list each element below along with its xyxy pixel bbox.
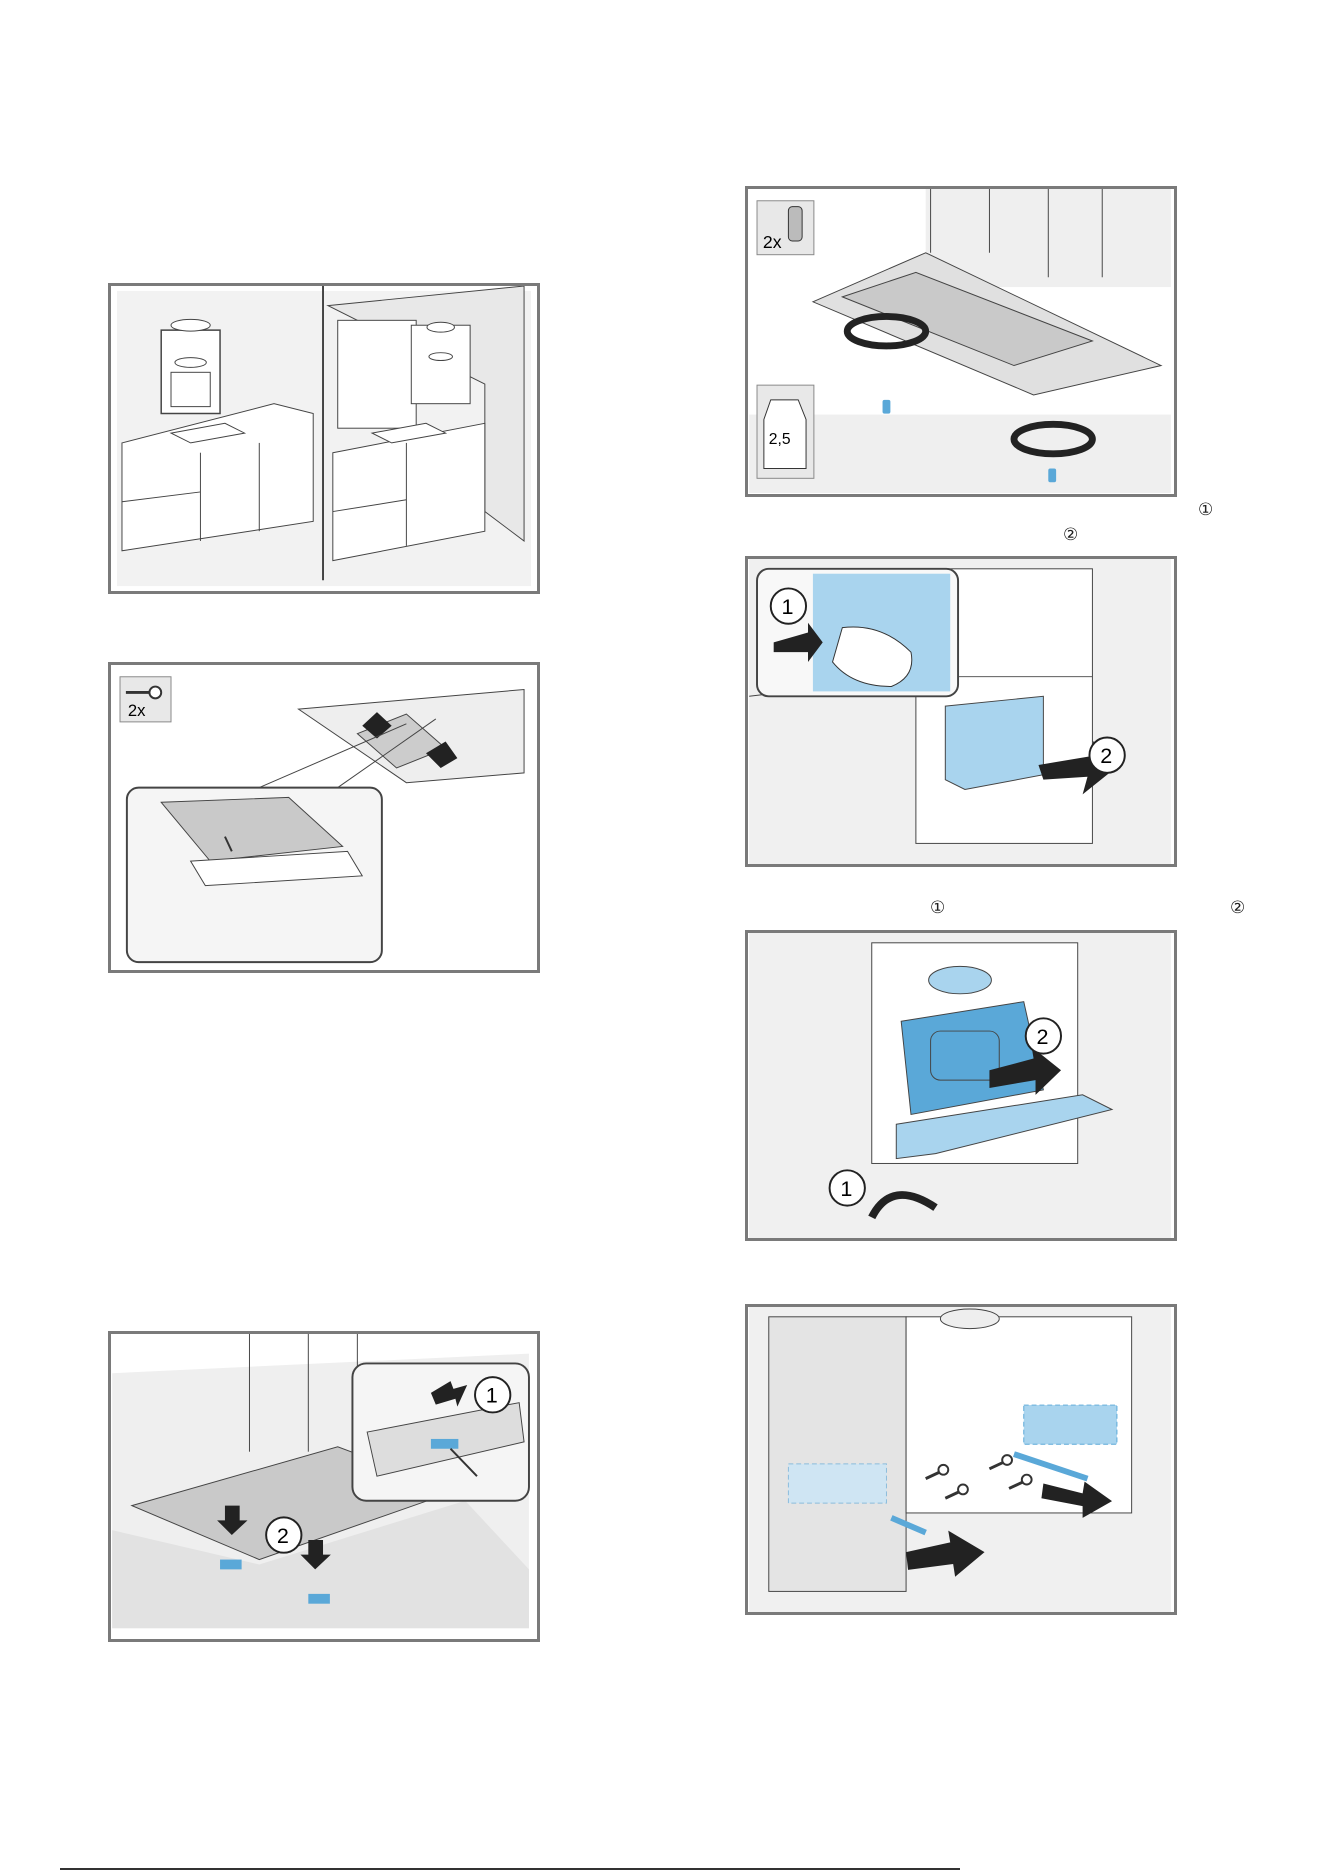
step-marker-3: ①: [930, 898, 945, 918]
figure-pull-insert: 2 1: [745, 930, 1177, 1241]
figure-filter-rotation: 2x 2,5: [745, 186, 1177, 497]
remove-box-illustration: 2 1: [748, 559, 1174, 864]
callout-2: 2: [277, 1523, 289, 1548]
callout-1: 1: [840, 1176, 852, 1201]
step-marker-4: ②: [1230, 898, 1245, 918]
screw-count-badge: 2x: [128, 701, 146, 720]
step-marker-2: ②: [1063, 525, 1078, 545]
callout-1: 1: [486, 1383, 498, 1408]
rail-mounting-illustration: [748, 1307, 1174, 1612]
filter-rotation-illustration: 2x 2,5: [748, 189, 1174, 494]
step-marker-1: ①: [1198, 500, 1213, 520]
figure-remove-box: 2 1: [745, 556, 1177, 867]
pull-insert-illustration: 2 1: [748, 933, 1174, 1238]
filter-clips-illustration: 2 1: [111, 1334, 537, 1639]
spacer-icon: [788, 207, 802, 241]
figure-filter-clips: 2 1: [108, 1331, 540, 1642]
hex-size-badge: 2,5: [769, 431, 791, 448]
callout-1: 1: [782, 594, 794, 619]
cabinet-views-illustration: [111, 286, 537, 591]
callout-2: 2: [1037, 1024, 1049, 1049]
spacer-count-badge: 2x: [763, 232, 782, 252]
callout-2: 2: [1100, 743, 1112, 768]
footer-rule: [60, 1868, 960, 1870]
figure-rail-mounting: [745, 1304, 1177, 1615]
screw-fixing-illustration: 2x: [111, 665, 537, 970]
figure-cabinet-views: [108, 283, 540, 594]
figure-screw-fixing: 2x: [108, 662, 540, 973]
